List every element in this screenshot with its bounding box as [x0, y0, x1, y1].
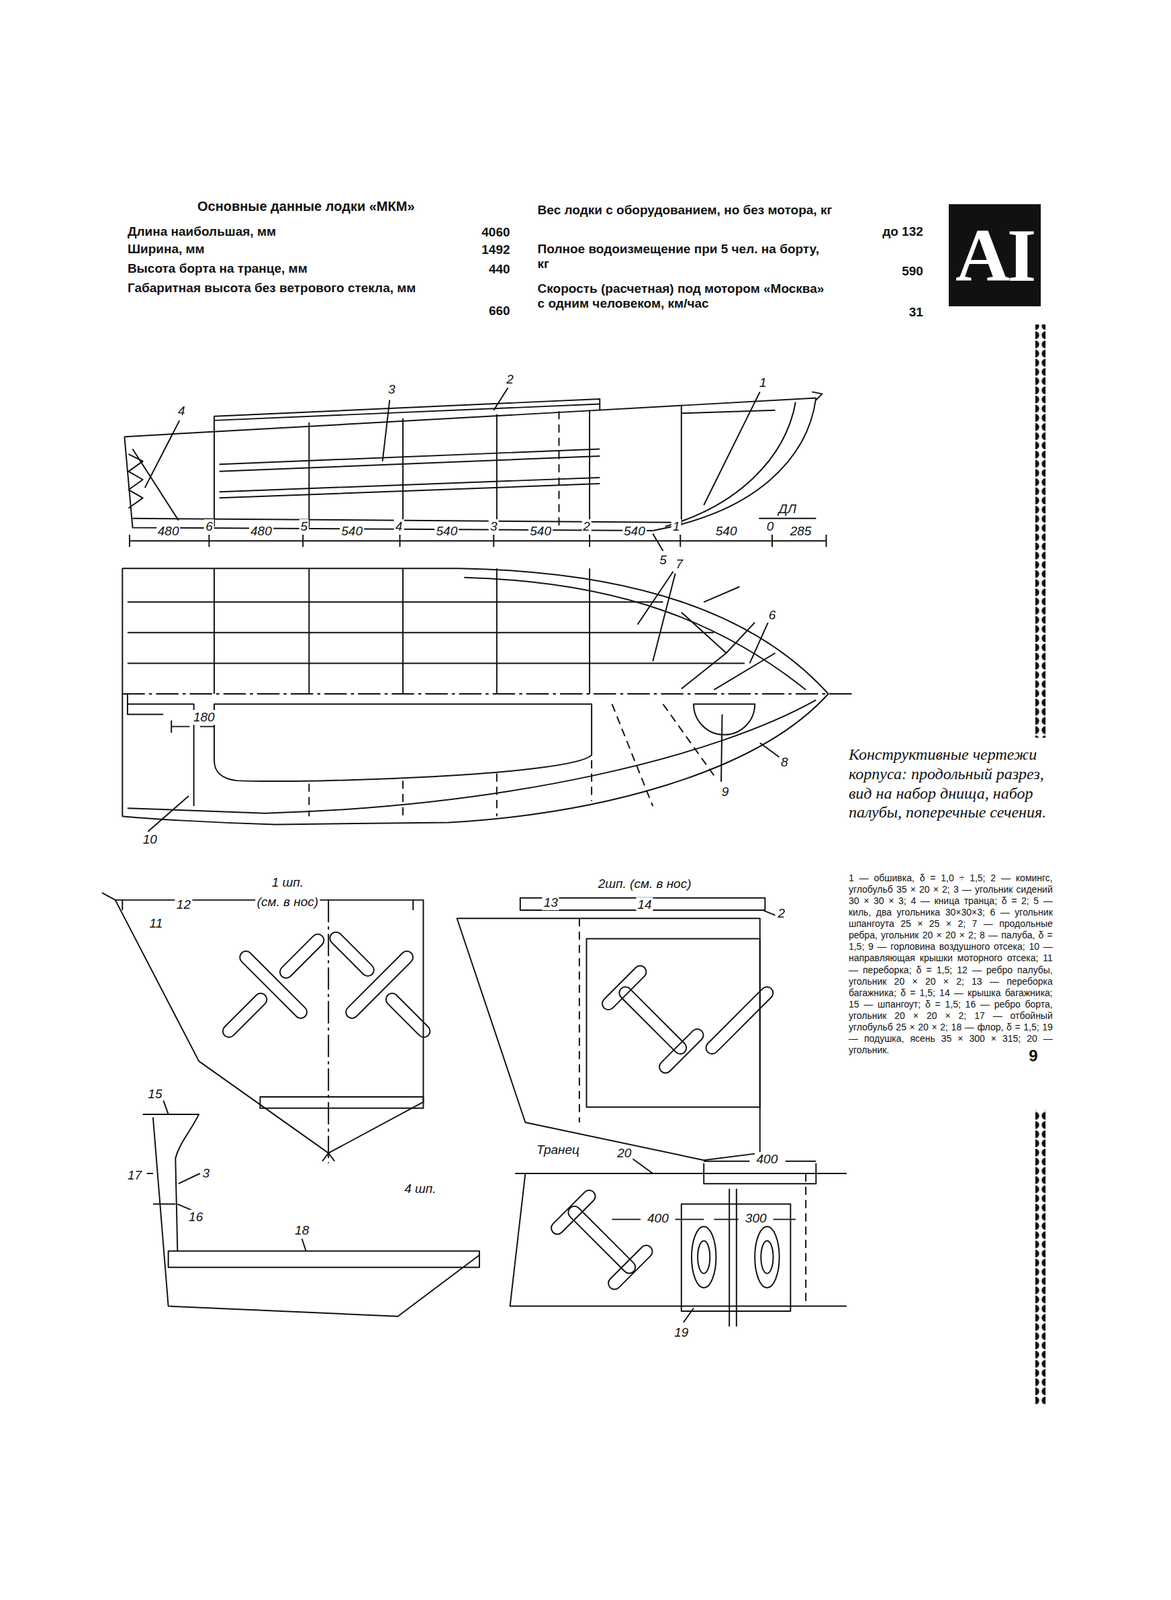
- spec-value: 440: [488, 261, 511, 277]
- callout-number: 6: [767, 607, 778, 623]
- callout-number: 15: [146, 1086, 164, 1102]
- dimension: 540: [714, 524, 739, 540]
- station-number: 5: [298, 519, 309, 534]
- callout-number: 7: [674, 556, 685, 572]
- spec-name: Длина наибольшая, мм: [127, 224, 276, 240]
- callout-number: 19: [672, 1324, 690, 1340]
- dimension: 480: [249, 524, 274, 540]
- dimension: 540: [435, 524, 460, 540]
- section-title: 1 шп.: [270, 874, 305, 890]
- dimension: 540: [622, 524, 647, 540]
- spec-name: Скорость (расчетная) под мотором «Москва…: [537, 281, 834, 311]
- waterline-mark: ДЛ: [777, 501, 798, 517]
- section-badge: AI: [948, 204, 1041, 307]
- spec-value: 1492: [481, 242, 510, 258]
- section-title: Транец: [535, 1142, 581, 1157]
- dimension: 480: [156, 524, 181, 540]
- table-title: Основные данные лодки «МКМ»: [197, 198, 415, 214]
- spec-name: Полное водоизмещение при 5 чел. на борту…: [537, 241, 834, 272]
- badge-text: AI: [955, 217, 1034, 293]
- callout-number: 11: [148, 915, 165, 931]
- section-title: 2шп. (см. в нос): [596, 876, 693, 892]
- spec-name: Габаритная высота без ветрового стекла, …: [127, 280, 439, 296]
- spec-value: 660: [488, 303, 511, 319]
- dimension: 300: [743, 1210, 769, 1226]
- spec-name: Ширина, мм: [127, 241, 205, 257]
- callout-number: 17: [126, 1167, 144, 1183]
- station-number: 3: [488, 519, 499, 534]
- dimension: 400: [645, 1210, 671, 1226]
- spec-value: 31: [909, 304, 924, 320]
- station-number: 2: [581, 519, 592, 534]
- callout-number: 2: [504, 371, 515, 387]
- section-title: (см. в нос): [255, 894, 320, 910]
- callout-number: 10: [141, 831, 159, 847]
- section-title: 4 шп.: [402, 1181, 438, 1196]
- callout-number: 9: [720, 784, 731, 800]
- dimension: 540: [528, 524, 553, 540]
- callout-number: 8: [779, 754, 790, 770]
- station-number: 6: [204, 519, 215, 534]
- callout-number: 3: [386, 382, 397, 397]
- callout-number: 20: [615, 1145, 633, 1161]
- callout-number: 13: [542, 895, 560, 911]
- station-number: 1: [671, 519, 682, 534]
- callout-number: 12: [175, 897, 193, 913]
- page-number: 9: [1028, 1046, 1038, 1066]
- dimension: 400: [755, 1151, 780, 1167]
- spec-value: 590: [901, 263, 924, 279]
- spec-value: 4060: [481, 224, 510, 240]
- callout-number: 14: [636, 897, 654, 913]
- callout-number: 2: [776, 905, 787, 921]
- callout-number: 1: [758, 375, 769, 391]
- caption: Конструктивные чертежи корпуса: продольн…: [848, 744, 1049, 822]
- callout-number: 3: [201, 1165, 212, 1181]
- dimension: 540: [339, 524, 364, 540]
- spec-value: до 132: [882, 224, 924, 240]
- station-number: 0: [765, 519, 776, 534]
- spec-name: Вес лодки с оборудованием, но без мотора…: [537, 202, 834, 218]
- legend-note: 1 — обшивка, δ = 1,0 ÷ 1,5; 2 — комингс,…: [848, 872, 1053, 1056]
- callout-number: 4: [176, 403, 187, 419]
- station-number: 4: [394, 519, 405, 534]
- dimension: 285: [788, 524, 814, 540]
- callout-number: 18: [293, 1222, 311, 1238]
- callout-number: 5: [658, 552, 669, 568]
- dimension: 180: [192, 709, 217, 725]
- callout-number: 16: [187, 1209, 205, 1225]
- spec-name: Высота борта на транце, мм: [127, 261, 308, 276]
